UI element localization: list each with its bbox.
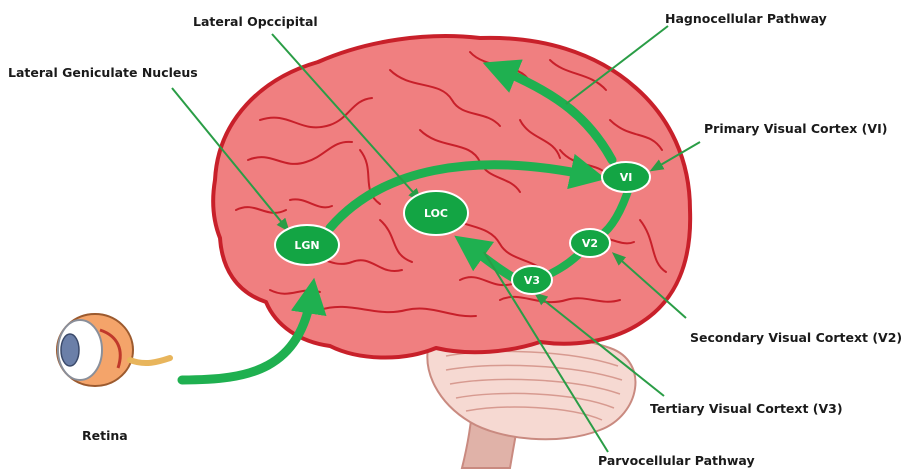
node-v1: VI	[602, 162, 650, 192]
label-v3: Tertiary Visual Cortext (V3)	[650, 401, 843, 416]
node-v1-label: VI	[620, 171, 633, 184]
node-lgn-label: LGN	[294, 239, 319, 252]
label-magnocellular: Hagnocellular Pathway	[665, 11, 827, 26]
node-v2: V2	[570, 229, 610, 257]
node-loc-label: LOC	[424, 207, 448, 220]
eye-illustration	[57, 314, 170, 386]
node-v3: V3	[512, 266, 552, 294]
label-retina: Retina	[82, 428, 128, 443]
label-v2: Secondary Visual Cortext (V2)	[690, 330, 902, 345]
node-loc: LOC	[404, 191, 468, 235]
node-lgn: LGN	[275, 225, 339, 265]
label-parvocellular: Parvocellular Pathway	[598, 453, 755, 468]
node-v3-label: V3	[524, 274, 540, 287]
label-lateral-geniculate: Lateral Geniculate Nucleus	[8, 65, 198, 80]
label-lateral-occipital: Lateral Opccipital	[193, 14, 318, 29]
node-v2-label: V2	[582, 237, 598, 250]
label-v1: Primary Visual Cortex (VI)	[704, 121, 887, 136]
